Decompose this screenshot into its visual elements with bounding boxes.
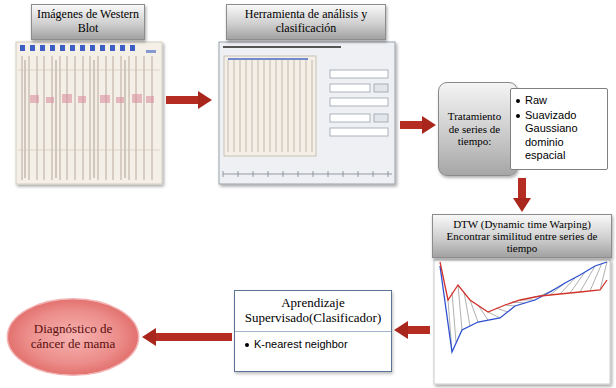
software-screenshot [219, 42, 395, 184]
bullet-text: Suavizado Gaussiano dominio espacial [525, 109, 603, 162]
bullet-list: RawSuavizado Gaussiano dominio espacial [510, 88, 608, 170]
bullet-item: Suavizado Gaussiano dominio espacial [516, 109, 603, 162]
image-panel: DTW (Dynamic time Warping) Encontrar sim… [432, 214, 612, 386]
process-box: Tratamiento de series de tiempo:RawSuavi… [438, 82, 608, 176]
bullet-dot [245, 343, 249, 347]
bullet-item: Raw [516, 94, 603, 107]
box-title-frame: Aprendizaje Supervisado(Clasificador) [235, 291, 391, 332]
bullet-text: K-nearest neighbor [254, 338, 348, 351]
panel-heading: Herramienta de análisis y clasificación [245, 7, 367, 35]
panel-heading: DTW (Dynamic time Warping) Encontrar sim… [447, 218, 598, 254]
flow-arrow [400, 121, 422, 129]
step-heading-frame: Tratamiento de series de tiempo: [438, 82, 518, 176]
bullet-dot [516, 114, 520, 118]
flow-arrow [518, 178, 526, 198]
classifier-box: Aprendizaje Supervisado(Clasificador) K-n… [234, 290, 392, 372]
bullet-dot [516, 99, 520, 103]
image-panel: Herramienta de análisis y clasificación [214, 4, 398, 186]
result-ellipse: Diagnóstico de cáncer de mama [6, 298, 140, 376]
dtw-plot [434, 260, 610, 384]
ellipse-text: Diagnóstico de cáncer de mama [31, 321, 115, 351]
step-heading: Tratamiento de series de tiempo: [444, 110, 505, 148]
bullet-text: Raw [525, 94, 547, 107]
ellipse-text-frame: Diagnóstico de cáncer de mama [6, 314, 140, 360]
flow-arrow [156, 333, 232, 341]
flow-arrow [166, 96, 198, 104]
bullet-list: K-nearest neighbor [235, 332, 391, 359]
image-panel: Imágenes de Western Blot [12, 4, 164, 186]
panel-heading-frame: DTW (Dynamic time Warping) Encontrar sim… [432, 214, 612, 258]
box-title: Aprendizaje Supervisado(Clasificador) [245, 295, 381, 325]
flow-arrow [408, 326, 430, 334]
western-blot-image [16, 42, 162, 184]
panel-heading-frame: Herramienta de análisis y clasificación [226, 4, 386, 40]
panel-heading: Imágenes de Western Blot [37, 7, 139, 35]
bullet-item: K-nearest neighbor [245, 338, 383, 351]
panel-heading-frame: Imágenes de Western Blot [31, 4, 145, 40]
